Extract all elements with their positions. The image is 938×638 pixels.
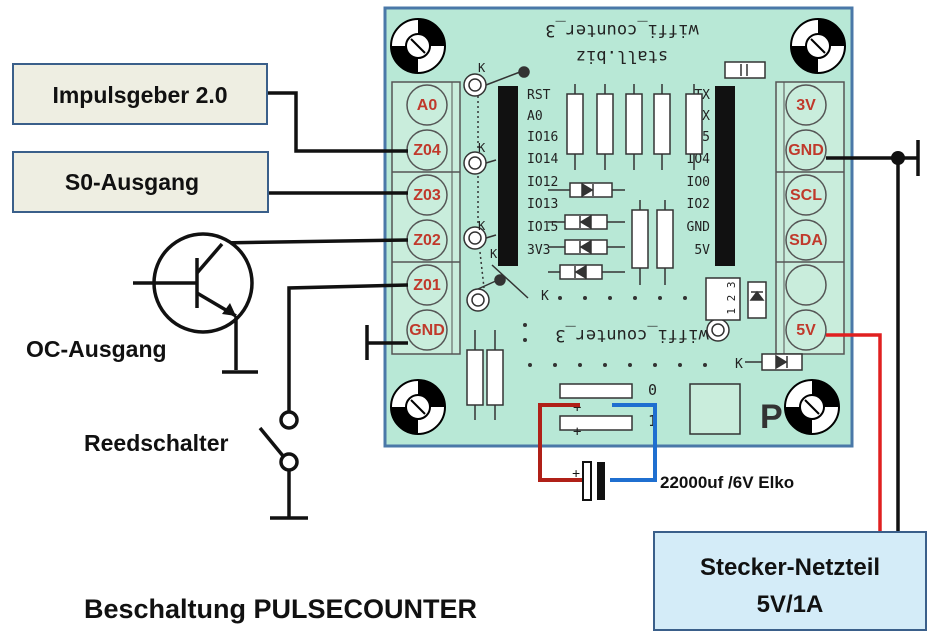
mark-plus-1: + — [573, 400, 581, 416]
oc-label: OC-Ausgang — [26, 336, 167, 362]
elko-label: 22000uf /6V Elko — [660, 473, 794, 492]
pin-left-a0: A0 — [417, 97, 438, 114]
silk-right-6: GND — [687, 220, 711, 235]
mounting-hole-bottom-left — [390, 379, 446, 435]
mounting-hole-top-left — [390, 18, 446, 74]
pin-left-z03: Z03 — [413, 187, 441, 204]
s0-box: S0-Ausgang — [12, 151, 269, 213]
pin-left-z01: Z01 — [413, 277, 441, 294]
page-title: Beschaltung PULSECOUNTER — [84, 594, 477, 624]
header-strip-left — [498, 86, 518, 266]
elko-plus-mark: + — [572, 465, 580, 481]
board-label-bottom: wiffi_counter_3 — [555, 325, 709, 345]
diode-row — [548, 182, 625, 280]
impulsgeber-label: Impulsgeber 2.0 — [52, 82, 227, 108]
pin-right-gnd: GND — [788, 142, 824, 159]
mounting-hole-top-right — [790, 18, 846, 74]
psu-line-1: Stecker-Netzteil — [700, 554, 880, 581]
electrolytic-pads — [559, 383, 741, 435]
k-mark-2: K — [478, 141, 486, 155]
header-strip-right — [715, 86, 735, 266]
small-capacitor — [724, 61, 766, 79]
k-mark-3: K — [478, 219, 486, 233]
wire-elko-minus — [610, 403, 657, 482]
silk-left-2: IO16 — [527, 130, 558, 145]
pin-left-gnd: GND — [409, 322, 445, 339]
mark-one: 1 — [648, 412, 657, 430]
pin-right-sda: SDA — [789, 232, 823, 249]
silk-right-7: 5V — [694, 243, 710, 258]
silk-left-1: A0 — [527, 109, 543, 124]
silk-right-4: IO0 — [687, 175, 710, 190]
silk-left-5: IO13 — [527, 197, 558, 212]
wires — [217, 91, 920, 532]
impulsgeber-box: Impulsgeber 2.0 — [12, 63, 268, 125]
silk-left-4: IO12 — [527, 175, 558, 190]
silk-right-3: IO4 — [687, 152, 711, 167]
resistor-array-top — [566, 84, 703, 170]
mark-p: P — [760, 398, 783, 436]
pin-right-scl: SCL — [790, 187, 822, 204]
power-supply-box: Stecker-Netzteil 5V/1A — [653, 531, 927, 631]
k-mark-6: K — [735, 357, 743, 372]
pad-rows — [523, 296, 707, 367]
gnd-junction — [891, 151, 905, 165]
silk-left-6: IO15 — [527, 220, 558, 235]
resistor-array-mid — [631, 200, 674, 285]
pin-right-5v: 5V — [796, 322, 816, 339]
resistor-array-bottom — [466, 330, 504, 420]
wire-elko-plus — [538, 403, 582, 482]
right-terminal-block — [775, 81, 845, 355]
k-mark-1: K — [478, 61, 486, 75]
silk-right-5: IO2 — [687, 197, 710, 212]
board-label-top-2: stall.biz — [576, 46, 668, 66]
reed-switch — [258, 410, 308, 520]
silk-left-7: 3V3 — [527, 243, 550, 258]
silk-left-3: IO14 — [527, 152, 558, 167]
pin-right-3v: 3V — [796, 97, 816, 114]
mounting-hole-bottom-right — [784, 379, 840, 435]
silk-left-0: RST — [527, 88, 551, 103]
reed-label: Reedschalter — [84, 430, 229, 456]
mark-zero: 0 — [648, 381, 657, 399]
pin-left-z04: Z04 — [413, 142, 441, 159]
k-mark-4: K — [490, 247, 498, 261]
transistor-symbol — [133, 232, 258, 374]
electrolytic-capacitor — [582, 461, 605, 501]
regulator-ic — [705, 277, 803, 371]
pcb-board: wiffi_counter_3 stall.biz wiffi_counter_… — [383, 6, 854, 448]
mark-plus-2: + — [573, 424, 581, 440]
k-mark-5: K — [541, 289, 549, 304]
ic-pin-numbers: 1 2 3 — [725, 281, 738, 314]
s0-label: S0-Ausgang — [65, 169, 199, 195]
pin-left-z02: Z02 — [413, 232, 441, 249]
wire-5v — [826, 333, 882, 532]
board-label-top-1: wiffi_counter_3 — [545, 20, 699, 40]
psu-line-2: 5V/1A — [757, 591, 824, 618]
left-terminal-block — [391, 81, 461, 355]
